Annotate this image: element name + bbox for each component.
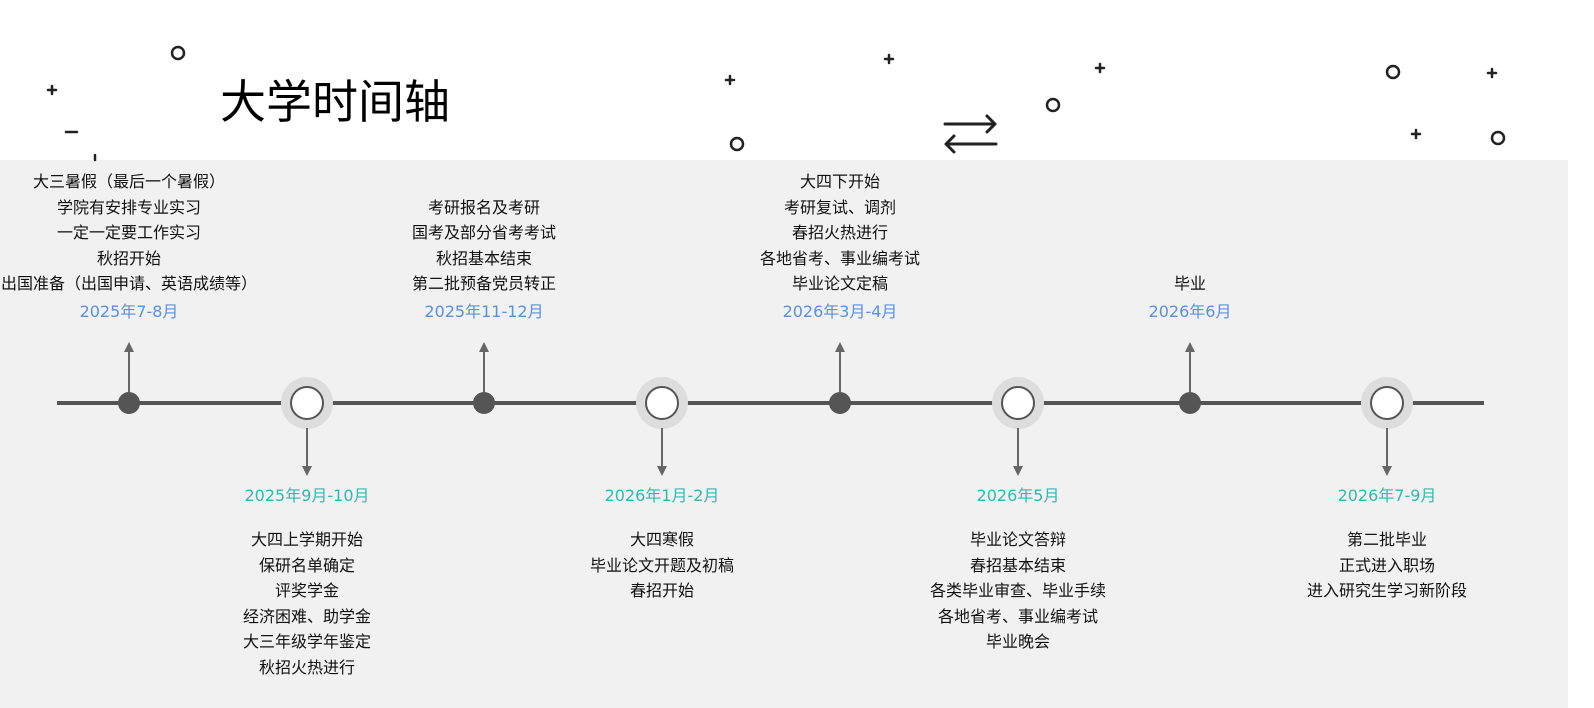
event-date: 2026年7-9月 [1337,486,1437,505]
arrow-down-icon [302,466,312,476]
connector-line [1189,352,1191,392]
connector-line [839,352,841,392]
connector-line [483,352,485,392]
circle-icon [1045,97,1061,113]
circle-icon [1385,64,1401,80]
plus-icon [724,74,736,86]
connector-line [661,428,663,468]
event-line: 毕业论文定稿 [791,274,888,293]
plus-icon [883,53,895,65]
page-title: 大学时间轴 [220,75,450,129]
arrow-up-icon [124,342,134,352]
timeline-node [829,392,851,414]
arrow-up-icon [835,342,845,352]
timeline-node [473,392,495,414]
event-date: 2025年9月-10月 [244,486,370,505]
event-line: 第二批毕业 [1346,530,1427,549]
plus-icon [1486,67,1498,79]
event-text: 2026年7-9月第二批毕业正式进入职场进入研究生学习新阶段 [1207,483,1567,604]
event-line: 毕业晚会 [985,632,1050,651]
plus-icon [46,84,58,96]
plus-icon [1094,62,1106,74]
arrow-up-icon [1185,342,1195,352]
event-date: 2025年11-12月 [424,301,544,321]
arrow-down-icon [1382,466,1392,476]
event-line: 国考及部分省考考试 [411,223,556,242]
event-line: 各类毕业审查、毕业手续 [929,581,1106,600]
circle-icon [1490,130,1506,146]
circle-icon [170,45,186,61]
plus-icon [1410,128,1422,140]
arrow-down-icon [657,466,667,476]
event-line: 各地省考、事业编考试 [937,606,1098,626]
event-line: 保研名单确定 [258,555,355,575]
timeline-node-ring [1361,377,1413,429]
event-text: 毕业 2026年6月 [1010,271,1370,324]
event-line: 春招基本结束 [969,555,1066,575]
event-line: 学院有安排专业实习 [56,197,201,217]
event-text: 考研报名及考研国考及部分省考考试秋招基本结束第二批预备党员转正 2025年11-1… [304,195,664,325]
swap-arrows-icon [943,114,998,154]
connector-line [1017,428,1019,468]
event-line: 考研报名及考研 [427,197,540,217]
event-line: 毕业论文答辩 [969,530,1066,549]
event-date: 2026年5月 [976,486,1060,505]
event-line: 秋招火热进行 [258,657,355,677]
timeline-node [118,392,140,414]
event-line: 出国准备（出国申请、英语成绩等） [0,274,257,293]
event-line: 进入研究生学习新阶段 [1306,581,1467,600]
event-line: 春招火热进行 [791,223,888,242]
event-line: 大三暑假（最后一个暑假） [32,172,225,191]
arrow-down-icon [1013,466,1023,476]
timeline-node-ring [636,377,688,429]
decorations [46,45,1506,162]
event-text: 2025年9月-10月大四上学期开始保研名单确定评奖学金经济困难、助学金大三年级… [127,483,487,680]
event-line: 大四寒假 [629,530,694,549]
event-line: 春招开始 [629,581,694,600]
event-line: 各地省考、事业编考试 [759,248,920,268]
event-date: 2025年7-8月 [79,301,179,321]
event-line: 毕业论文开题及初稿 [589,555,734,575]
event-line: 大四下开始 [799,172,880,191]
event-date: 2026年3月-4月 [782,301,898,321]
event-text: 2026年5月毕业论文答辩春招基本结束各类毕业审查、毕业手续各地省考、事业编考试… [838,483,1198,655]
connector-line [1386,428,1388,468]
connector-line [128,352,130,392]
timeline-axis [57,401,1484,405]
event-line: 大四上学期开始 [250,530,363,549]
event-line: 大三年级学年鉴定 [242,632,371,651]
event-text: 2026年1月-2月大四寒假毕业论文开题及初稿春招开始 [482,483,842,604]
connector-line [306,428,308,468]
timeline-node-ring [281,377,333,429]
event-text: 大三暑假（最后一个暑假） 学院有安排专业实习一定一定要工作实习秋招开始出国准备（出… [0,169,309,324]
event-date: 2026年1月-2月 [604,486,720,505]
event-line: 毕业 [1173,274,1206,293]
event-line: 评奖学金 [274,581,339,600]
event-text: 大四下开始考研复试、调剂春招火热进行各地省考、事业编考试毕业论文定稿 2026年3… [660,169,1020,324]
event-line: 第二批预备党员转正 [411,274,556,293]
timeline-background [0,160,1568,708]
event-line: 秋招基本结束 [435,248,532,268]
event-line: 一定一定要工作实习 [56,223,201,242]
event-line: 考研复试、调剂 [783,197,896,217]
circle-icon [729,136,745,152]
arrow-up-icon [479,342,489,352]
event-line: 经济困难、助学金 [242,606,371,626]
timeline-node [1179,392,1201,414]
timeline-node-ring [992,377,1044,429]
event-line: 秋招开始 [96,248,161,268]
event-line: 正式进入职场 [1338,555,1435,575]
event-date: 2026年6月 [1148,301,1232,321]
